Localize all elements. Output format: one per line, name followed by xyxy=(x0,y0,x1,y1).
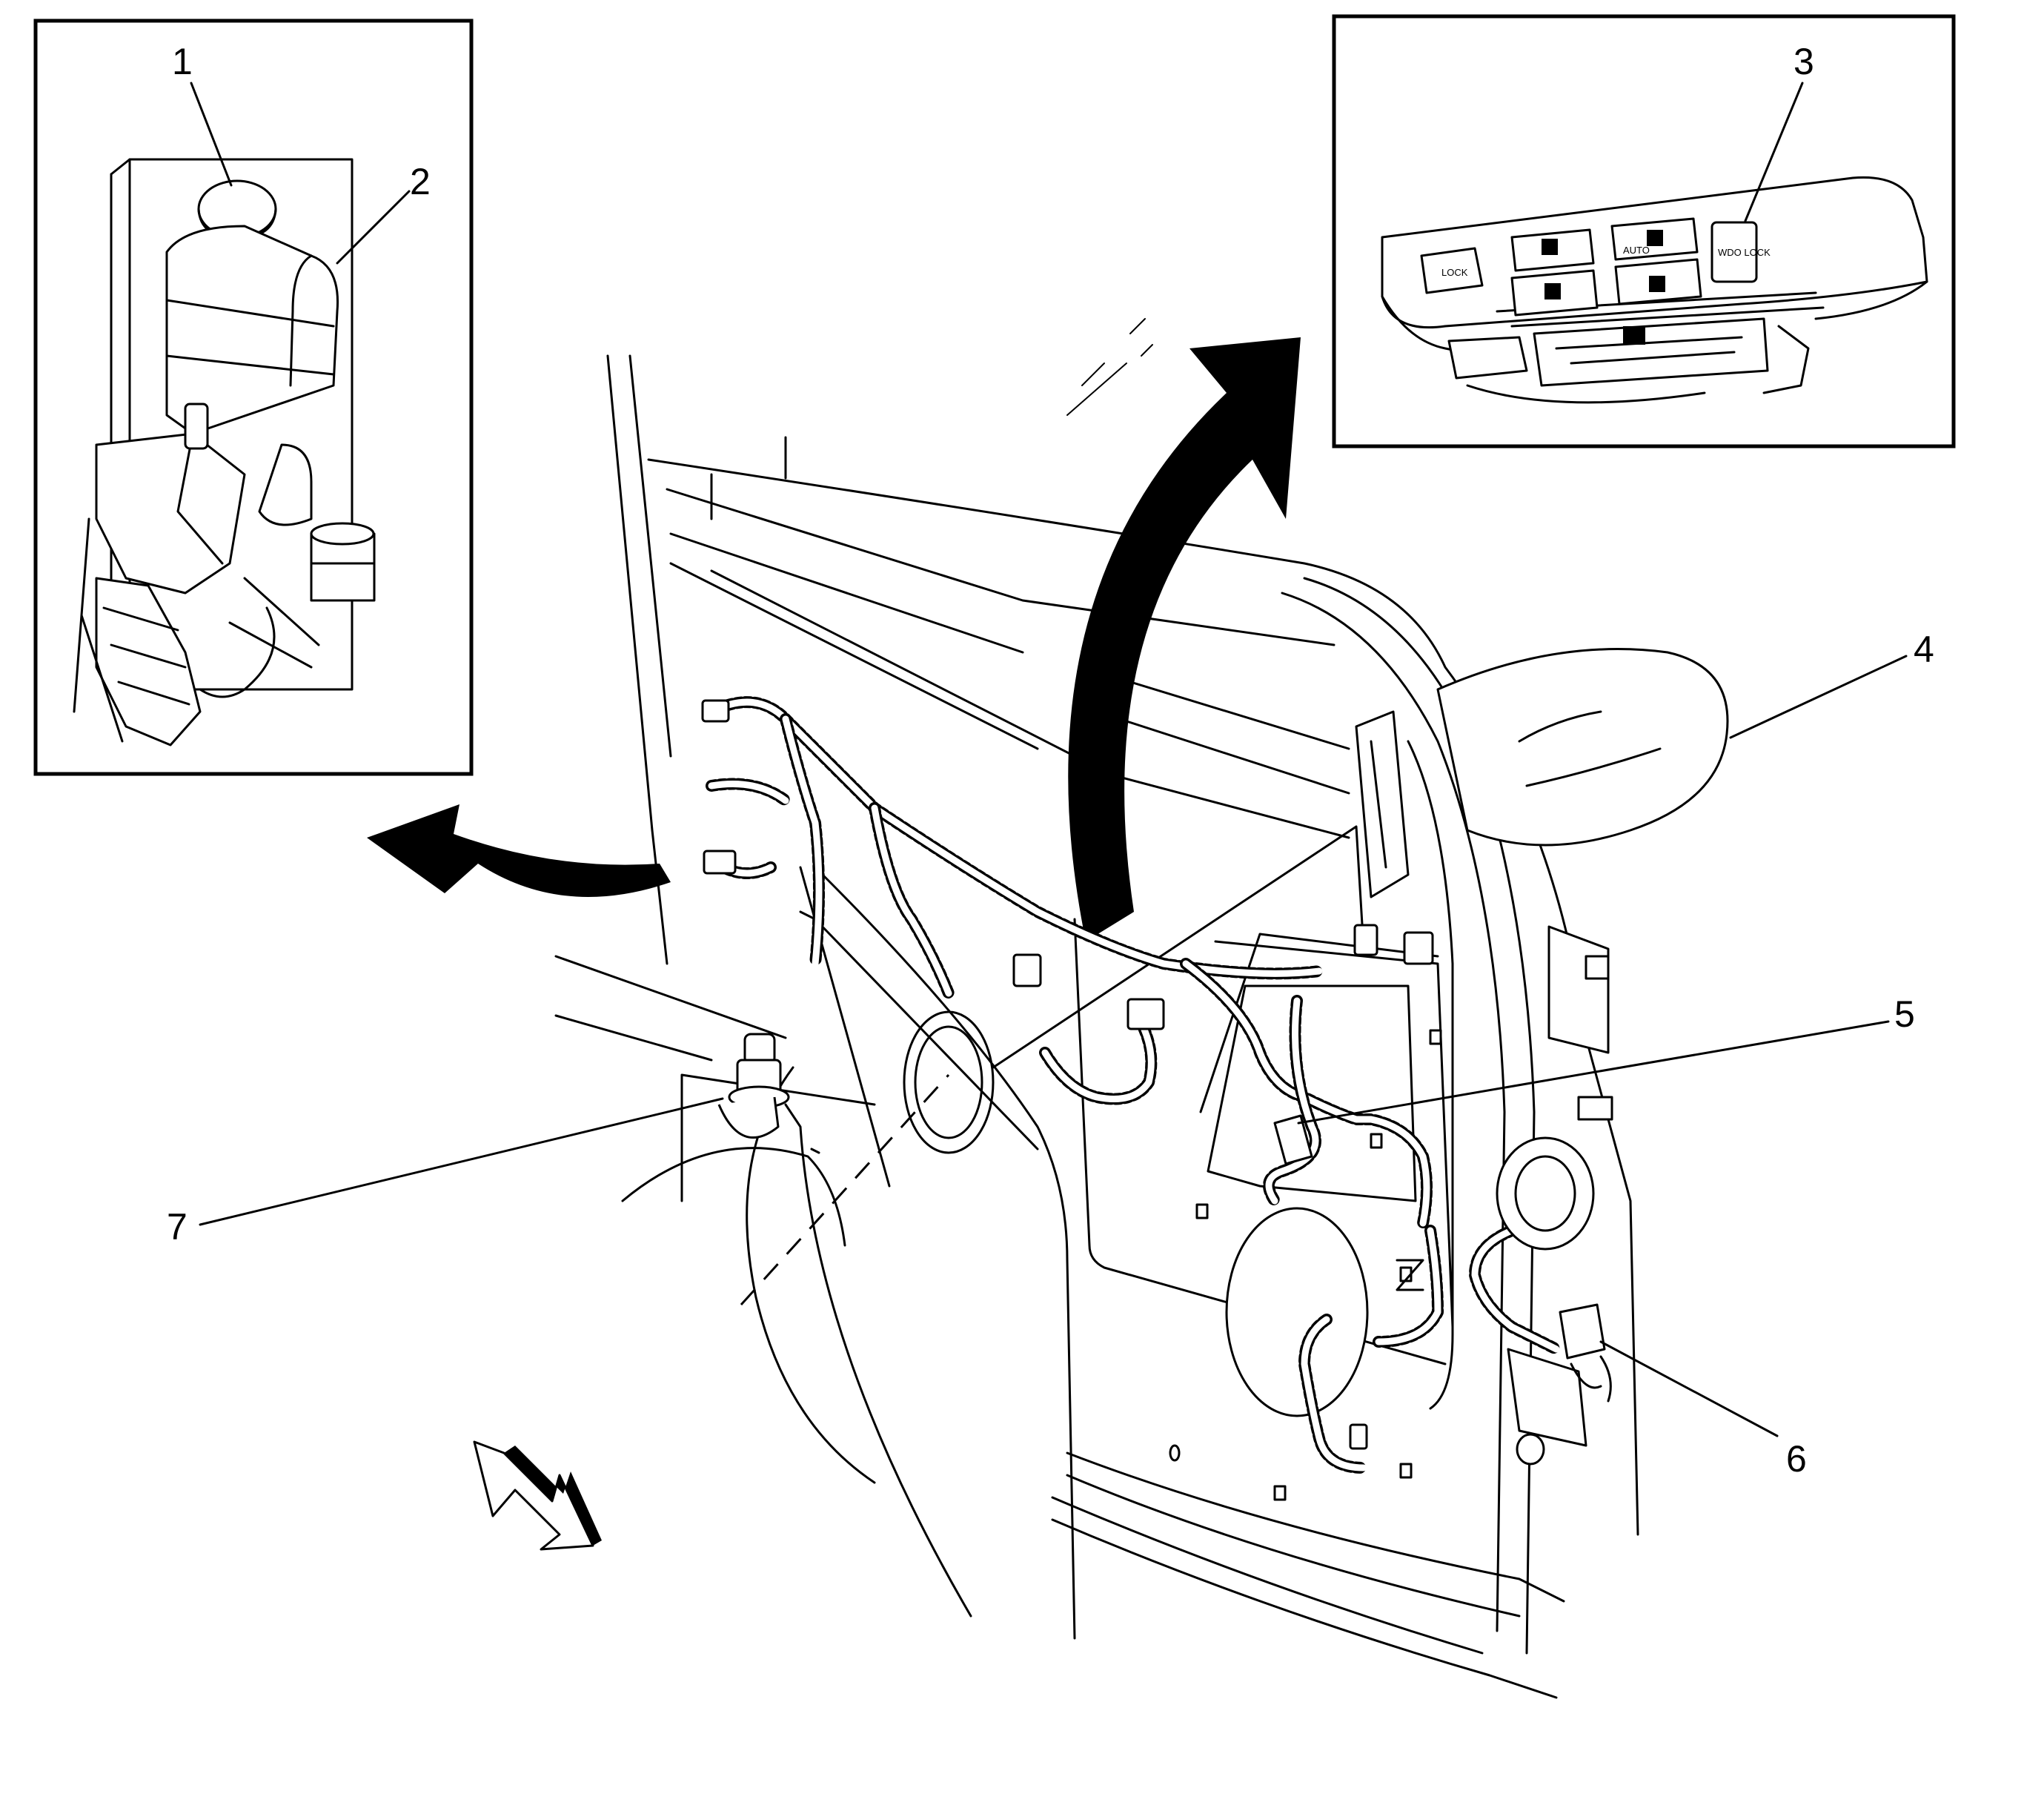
leader-4 xyxy=(1729,655,1908,739)
leader-1 xyxy=(190,82,233,187)
wdo-lock-switch-label: WDO LOCK xyxy=(1718,247,1771,258)
callout-2: 2 xyxy=(410,161,431,202)
leader-6 xyxy=(1599,1340,1779,1437)
callout-6: 6 xyxy=(1786,1438,1807,1480)
arrow-to-top-right-inset xyxy=(1066,318,1301,941)
door-assembly xyxy=(554,354,1729,1699)
leader-2 xyxy=(336,190,411,265)
detail-inset-window-switch: LOCK AUTO WDO LOCK xyxy=(1332,14,1956,448)
callout-5: 5 xyxy=(1894,993,1915,1035)
callout-7: 7 xyxy=(167,1206,188,1248)
callout-4: 4 xyxy=(1914,629,1934,670)
speaker-opening xyxy=(903,1010,995,1154)
leader-7 xyxy=(199,1097,724,1226)
wiring-harness xyxy=(701,696,1612,1474)
leader-lines xyxy=(190,82,1908,1437)
leader-3 xyxy=(1744,82,1804,222)
door-jamb-switch xyxy=(717,1033,790,1139)
detail-inset-mirror-switch xyxy=(33,19,474,776)
callout-labels: 1 2 3 4 5 6 7 xyxy=(167,41,1934,1480)
callout-3: 3 xyxy=(1794,41,1814,82)
auto-switch-label: AUTO xyxy=(1623,245,1650,256)
forward-direction-arrow xyxy=(473,1440,602,1551)
lock-switch-label: LOCK xyxy=(1441,267,1468,278)
leader-5 xyxy=(1297,1020,1890,1125)
callout-1: 1 xyxy=(172,41,193,82)
speaker xyxy=(1225,1207,1369,1417)
arrow-to-top-left-inset xyxy=(367,804,671,897)
